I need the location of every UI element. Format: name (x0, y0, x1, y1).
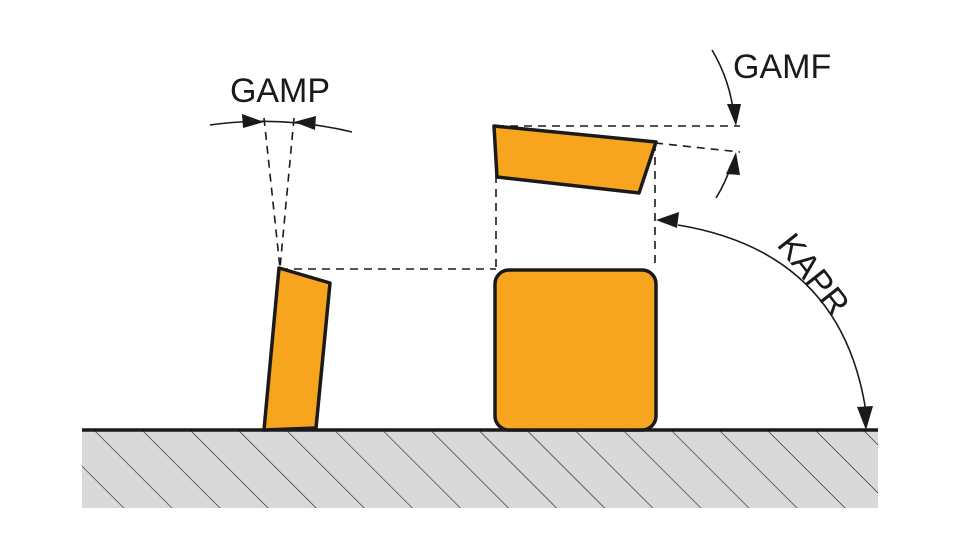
kapr-arc (677, 224, 867, 413)
kapr-dimension: KAPR (656, 212, 873, 430)
gamf-label: GAMF (733, 48, 831, 86)
gamp-label: GAMP (230, 72, 330, 110)
ground-surface (82, 428, 878, 508)
gamf-arrow-down (727, 104, 741, 126)
gamp-arrow-right (294, 116, 316, 130)
gamp-arrow-left (242, 114, 264, 128)
front-view-insert (493, 268, 658, 432)
gamp-vertical-reference (263, 117, 281, 269)
kapr-arrow-bottom (857, 406, 873, 430)
gamf-inclined-reference (654, 142, 741, 153)
hatch-pattern (82, 430, 878, 508)
projection-lines (263, 117, 741, 270)
gamp-arc (209, 120, 353, 133)
kapr-arrow-top (656, 212, 679, 228)
kapr-label: KAPR (770, 227, 857, 323)
side-view-insert (262, 266, 332, 432)
gamp-inclined-reference (279, 117, 295, 269)
gamp-dimension: GAMP (209, 72, 353, 133)
top-view-insert (492, 124, 658, 195)
gamf-dimension: GAMF (711, 48, 831, 199)
gamf-arrow-up (726, 152, 740, 175)
